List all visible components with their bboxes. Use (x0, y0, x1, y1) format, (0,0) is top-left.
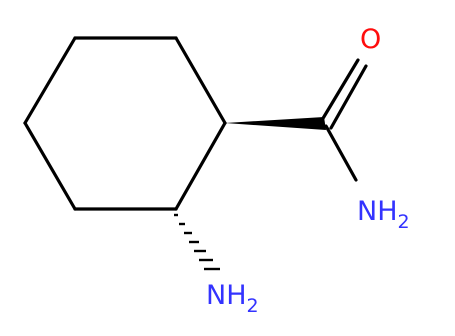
amide-nh-text: NH (357, 196, 398, 227)
amine-subscript: 2 (247, 295, 259, 317)
carbonyl-double-bond (320, 58, 368, 130)
wedge-bond (225, 117, 326, 130)
carbonyl-bond-line-2 (329, 64, 368, 130)
oxygen-label: O (360, 24, 381, 55)
ring-bond-c6-c1 (174, 121, 227, 211)
amide-subscript: 2 (398, 211, 410, 233)
hash-bond (174, 213, 220, 271)
amine-nh-text: NH (206, 280, 247, 311)
carbonyl-bond-line-1 (320, 58, 360, 122)
ring-bond-c1-c2 (174, 36, 227, 125)
amine-nh2-label: NH2 (206, 280, 259, 317)
ring-bond-c4-c5 (23, 121, 77, 211)
cyclohexane-ring (23, 36, 227, 211)
ring-bond-c3-c4 (23, 36, 77, 125)
amide-nh2-label: NH2 (357, 196, 410, 233)
amide-bond (324, 124, 358, 182)
